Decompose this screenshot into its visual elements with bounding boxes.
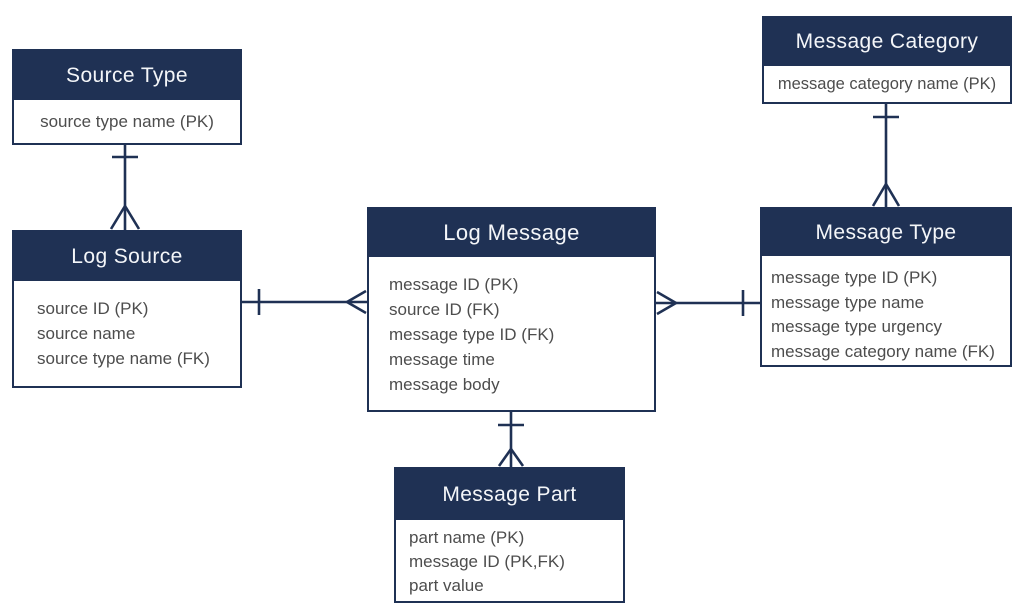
attribute-message-type-id: message type ID (PK): [771, 268, 938, 287]
entity-source-type-header: Source Type: [14, 51, 240, 100]
attribute-message-time: message time: [389, 350, 495, 369]
entity-log-source-title: Log Source: [71, 244, 183, 268]
entity-source-type-body: source type name (PK): [14, 100, 240, 143]
entity-source-type: Source Type source type name (PK): [12, 49, 242, 145]
entity-message-part-title: Message Part: [442, 482, 577, 506]
connector-log-source-to-log-message: [242, 289, 367, 315]
entity-message-type-body: message type ID (PK) message type name m…: [762, 256, 1010, 365]
entity-log-message-body: message ID (PK) source ID (FK) message t…: [369, 257, 654, 410]
connector-message-category-to-message-type: [871, 104, 901, 207]
entity-log-message-header: Log Message: [369, 209, 654, 257]
entity-message-part-body: part name (PK) message ID (PK,FK) part v…: [396, 520, 623, 601]
attribute-source-id-fk: source ID (FK): [389, 300, 500, 319]
attribute-message-id: message ID (PK): [389, 275, 519, 294]
attribute-source-id: source ID (PK): [37, 299, 149, 318]
entity-log-message-title: Log Message: [443, 220, 580, 245]
entity-log-source-header: Log Source: [14, 232, 240, 281]
attribute-message-id-pkfk: message ID (PK,FK): [409, 552, 565, 571]
entity-log-source: Log Source source ID (PK) source name so…: [12, 230, 242, 388]
attribute-source-type-name-fk: source type name (FK): [37, 349, 210, 368]
entity-log-source-body: source ID (PK) source name source type n…: [14, 281, 240, 386]
connector-source-type-to-log-source: [109, 145, 141, 230]
attribute-message-category-name-fk: message category name (FK): [771, 341, 995, 361]
connector-log-message-to-message-part: [497, 412, 525, 467]
entity-log-message: Log Message message ID (PK) source ID (F…: [367, 207, 656, 412]
attribute-source-type-name: source type name (PK): [40, 112, 214, 131]
entity-message-type-header: Message Type: [762, 209, 1010, 256]
connector-message-type-to-log-message: [656, 290, 760, 316]
attribute-part-name: part name (PK): [409, 528, 525, 547]
attribute-message-category-name: message category name (PK): [777, 74, 997, 93]
entity-message-type-title: Message Type: [815, 220, 957, 244]
attribute-message-body: message body: [389, 375, 500, 394]
entity-message-category-header: Message Category: [764, 18, 1010, 66]
attribute-source-name: source name: [37, 324, 136, 343]
entity-message-type: Message Type message type ID (PK) messag…: [760, 207, 1012, 367]
entity-message-category-title: Message Category: [795, 30, 979, 53]
entity-message-part: Message Part part name (PK) message ID (…: [394, 467, 625, 603]
attribute-message-type-urgency: message type urgency: [771, 317, 943, 337]
entity-message-part-header: Message Part: [396, 469, 623, 520]
attribute-part-value: part value: [409, 576, 484, 595]
entity-message-category: Message Category message category name (…: [762, 16, 1012, 104]
attribute-message-type-name: message type name: [771, 292, 925, 312]
attribute-message-type-id-fk: message type ID (FK): [389, 325, 555, 344]
entity-source-type-title: Source Type: [66, 63, 188, 87]
entity-message-category-body: message category name (PK): [764, 66, 1010, 102]
